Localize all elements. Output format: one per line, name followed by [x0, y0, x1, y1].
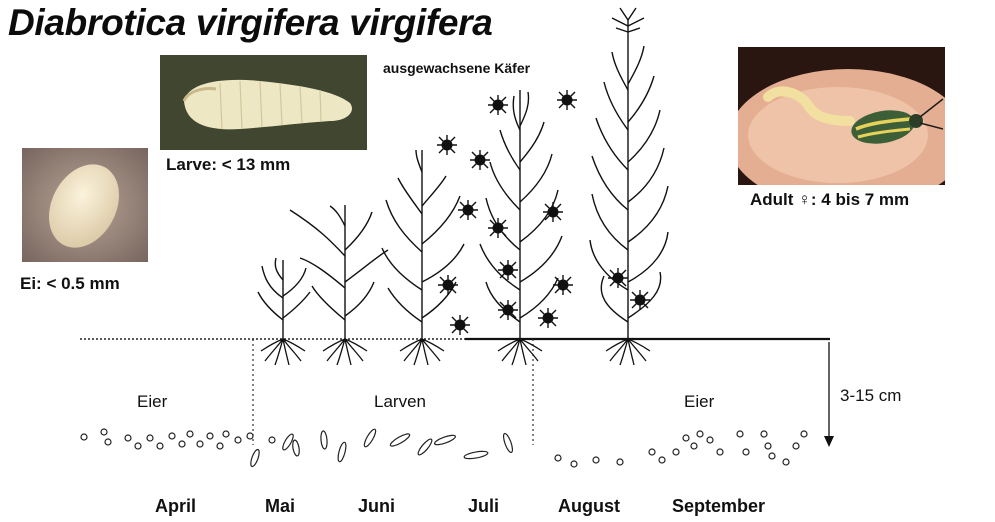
zone-eggs-left: Eier: [137, 392, 167, 412]
month-mai: Mai: [265, 496, 295, 517]
zone-eggs-right: Eier: [684, 392, 714, 412]
soil-eggs-right: [555, 431, 807, 467]
depth-label: 3-15 cm: [840, 386, 901, 406]
maize-plant-small: [258, 258, 310, 339]
soil-larvae: [249, 428, 514, 468]
adult-beetles: [437, 90, 650, 335]
month-august: August: [558, 496, 620, 517]
month-juni: Juni: [358, 496, 395, 517]
zone-larvae: Larven: [374, 392, 426, 412]
maize-plant-mature: [590, 8, 668, 339]
month-september: September: [672, 496, 765, 517]
maize-plant-tall: [382, 150, 464, 339]
month-juli: Juli: [468, 496, 499, 517]
month-april: April: [155, 496, 196, 517]
soil-eggs-left: [81, 429, 275, 449]
